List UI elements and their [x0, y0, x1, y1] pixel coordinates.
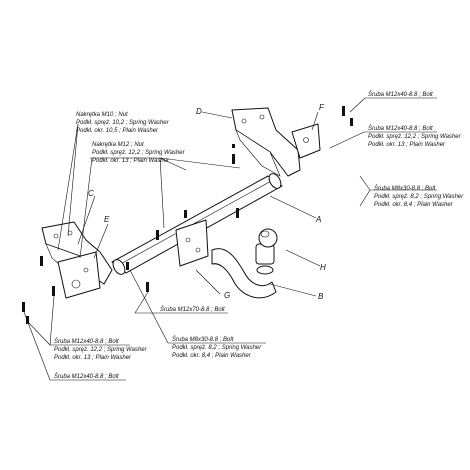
callout-bottom-center-line-3: Podkł. okr. 8,4 ; Plain Washer — [172, 353, 252, 359]
callout-right-group2-line-3: Podkł. okr. 8,4 ; Plain Washer — [374, 202, 454, 208]
callout-bottom-left-line-3: Podkł. okr. 13 ; Plain Washer — [54, 355, 132, 361]
leader-lines — [23, 97, 437, 381]
callout-right-group2-line-2: Podkł. spręż. 8,2 ; Spring Washer — [374, 194, 464, 200]
callout-nut10-line-1: Nakrętka M10 ; Nut — [76, 112, 128, 118]
socket-plate-part-g — [175, 219, 209, 267]
label-g: G — [224, 291, 230, 300]
callout-center-bolt: Śruba M12x70-8.8 ; Bolt — [160, 306, 225, 313]
callout-nut12-line-1: Nakrętka M12 ; Nut — [92, 142, 144, 148]
label-e: E — [104, 215, 110, 224]
tow-ball-neck-part-b — [211, 228, 278, 299]
label-c: C — [88, 189, 94, 198]
callout-bottom-center-line-1: Śruba M8x30-8.8 ; Bolt — [172, 336, 234, 343]
callout-right-group-line-3: Podkł. okr. 13 ; Plain Washer — [368, 142, 446, 148]
label-h: H — [320, 263, 326, 272]
label-f: F — [319, 103, 325, 112]
callout-nut10-line-3: Podkł. okr. 10,5 ; Plain Washer — [76, 128, 159, 134]
callout-right-group-line-2: Podkł. spręż. 12,2 ; Spring Washer — [368, 134, 462, 140]
label-a: A — [315, 215, 321, 224]
right-bracket-part-d — [231, 107, 321, 177]
label-b: B — [318, 292, 324, 301]
callout-bottom-left-bolt: Śruba M12x40-8.8 ; Bolt — [54, 373, 119, 380]
callout-nut12-line-3: Podkł. okr. 13 ; Plain Washer — [92, 158, 170, 164]
callout-nut10-line-2: Podkł. spręż. 10,2 ; Spring Washer — [76, 120, 170, 126]
left-bracket-part-c — [41, 221, 113, 299]
fasteners — [22, 106, 353, 324]
callout-right-group2-line-1: Śruba M8x30-8.8 ; Bolt — [374, 185, 436, 192]
callout-nut12-line-2: Podkł. spręż. 12,2 ; Spring Washer — [92, 150, 186, 156]
callout-bottom-left-line-1: Śruba M12x40-8.8 ; Bolt — [54, 338, 119, 345]
label-d: D — [196, 107, 202, 116]
callout-bottom-center-line-2: Podkł. spręż. 8,2 ; Spring Washer — [172, 345, 262, 351]
callout-right-group-line-1: Śruba M12x40-8.8 ; Bolt — [368, 125, 433, 132]
callout-top-right-bolt: Śruba M12x40-8.8 ; Bolt — [368, 91, 433, 98]
callout-bottom-left-line-2: Podkł. spręż. 12,2 ; Spring Washer — [54, 347, 148, 353]
